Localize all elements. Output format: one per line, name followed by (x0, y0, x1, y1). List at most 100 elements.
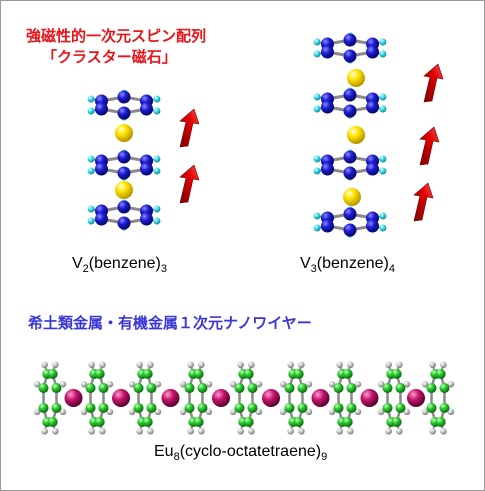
carbon-atom (343, 150, 357, 164)
carbon-atom (320, 100, 334, 114)
carbon-atom (146, 402, 157, 413)
hydrogen-atom (255, 380, 263, 388)
carbon-atom (140, 212, 154, 226)
carbon-atom (38, 402, 49, 413)
hydrogen-atom (41, 427, 48, 435)
carbon-atom (366, 100, 380, 114)
carbon-atom (435, 417, 446, 428)
hydrogen-atom (52, 427, 59, 435)
hydrogen-atom (298, 361, 305, 369)
hydrogen-atom (403, 380, 411, 388)
carbon-atom (343, 223, 357, 237)
carbon-atom (197, 383, 208, 394)
hydrogen-atom (205, 408, 213, 416)
heading-red-line2: 「クラスター磁石」 (42, 48, 177, 66)
hydrogen-atom (379, 155, 387, 163)
hydrogen-atom (87, 217, 95, 225)
hydrogen-atom (313, 167, 321, 175)
hydrogen-atom (136, 361, 143, 369)
carbon-atom (142, 368, 153, 379)
carbon-atom (284, 402, 295, 413)
formula-v3-element: V (300, 255, 311, 272)
carbon-atom (117, 216, 131, 230)
carbon-atom (366, 219, 380, 233)
carbon-atom (140, 102, 154, 116)
carbon-atom (426, 402, 437, 413)
hydrogen-atom (106, 380, 114, 388)
hydrogen-atom (377, 380, 385, 388)
carbon-atom (297, 383, 308, 394)
hydrogen-atom (354, 408, 362, 416)
carbon-atom (193, 417, 204, 428)
hydrogen-atom (187, 427, 194, 435)
europium-atom (212, 389, 230, 407)
vanadium-atom (343, 188, 361, 206)
formula-eu-sub2: 9 (321, 451, 328, 464)
europium-atom (360, 389, 379, 407)
hydrogen-atom (313, 105, 321, 113)
hydrogen-atom (87, 205, 95, 213)
carbon-atom (234, 402, 245, 413)
hydrogen-atom (248, 361, 255, 369)
hydrogen-atom (347, 361, 354, 369)
carbon-atom (342, 417, 353, 428)
carbon-atom (320, 219, 334, 233)
hydrogen-atom (328, 408, 336, 416)
hydrogen-atom (396, 361, 403, 369)
carbon-atom (85, 383, 96, 394)
carbon-atom (284, 383, 295, 394)
spin-arrow-layer (179, 63, 444, 222)
hydrogen-atom (205, 380, 213, 388)
carbon-atom (184, 383, 195, 394)
europium-atom (161, 389, 180, 407)
carbon-atom (133, 402, 144, 413)
red-up-arrow-icon (413, 182, 434, 222)
hydrogen-atom (153, 217, 161, 225)
hydrogen-atom (379, 50, 387, 58)
hydrogen-atom (179, 408, 187, 416)
hydrogen-atom (80, 408, 88, 416)
hydrogen-atom (88, 427, 95, 435)
carbon-atom (343, 49, 357, 63)
hydrogen-atom (237, 427, 244, 435)
red-up-arrow-icon (179, 108, 200, 148)
formula-eu-ligand: (cyclo-octatetraene) (179, 443, 322, 460)
hydrogen-atom (153, 107, 161, 115)
hydrogen-atom (379, 93, 387, 101)
hydrogen-atom (287, 361, 294, 369)
carbon-atom (51, 383, 62, 394)
europium-atom (64, 389, 83, 407)
hydrogen-atom (336, 361, 343, 369)
hydrogen-atom (379, 212, 387, 220)
carbon-atom (333, 383, 344, 394)
hydrogen-atom (136, 427, 143, 435)
hydrogen-atom (305, 408, 313, 416)
carbon-atom (94, 417, 105, 428)
carbon-atom (85, 402, 96, 413)
hydrogen-atom (154, 408, 162, 416)
carbon-atom (140, 162, 154, 176)
carbon-atom (320, 162, 334, 176)
hydrogen-atom (313, 155, 321, 163)
carbon-atom (320, 45, 334, 59)
hydrogen-atom (41, 361, 48, 369)
hydrogen-atom (106, 408, 114, 416)
hydrogen-atom (87, 167, 95, 175)
carbon-atom (47, 368, 58, 379)
hydrogen-atom (99, 427, 106, 435)
carbon-atom (343, 207, 357, 221)
hydrogen-atom (385, 361, 392, 369)
hydrogen-atom (153, 167, 161, 175)
carbon-atom (343, 104, 357, 118)
hydrogen-atom (179, 380, 187, 388)
hydrogen-atom (87, 95, 95, 103)
carbon-atom (184, 402, 195, 413)
hydrogen-atom (255, 408, 263, 416)
carbon-atom (333, 402, 344, 413)
carbon-atom (243, 368, 254, 379)
hydrogen-atom (128, 408, 136, 416)
hydrogen-atom (153, 205, 161, 213)
hydrogen-atom (279, 380, 287, 388)
carbon-atom (98, 402, 109, 413)
carbon-atom (435, 368, 446, 379)
